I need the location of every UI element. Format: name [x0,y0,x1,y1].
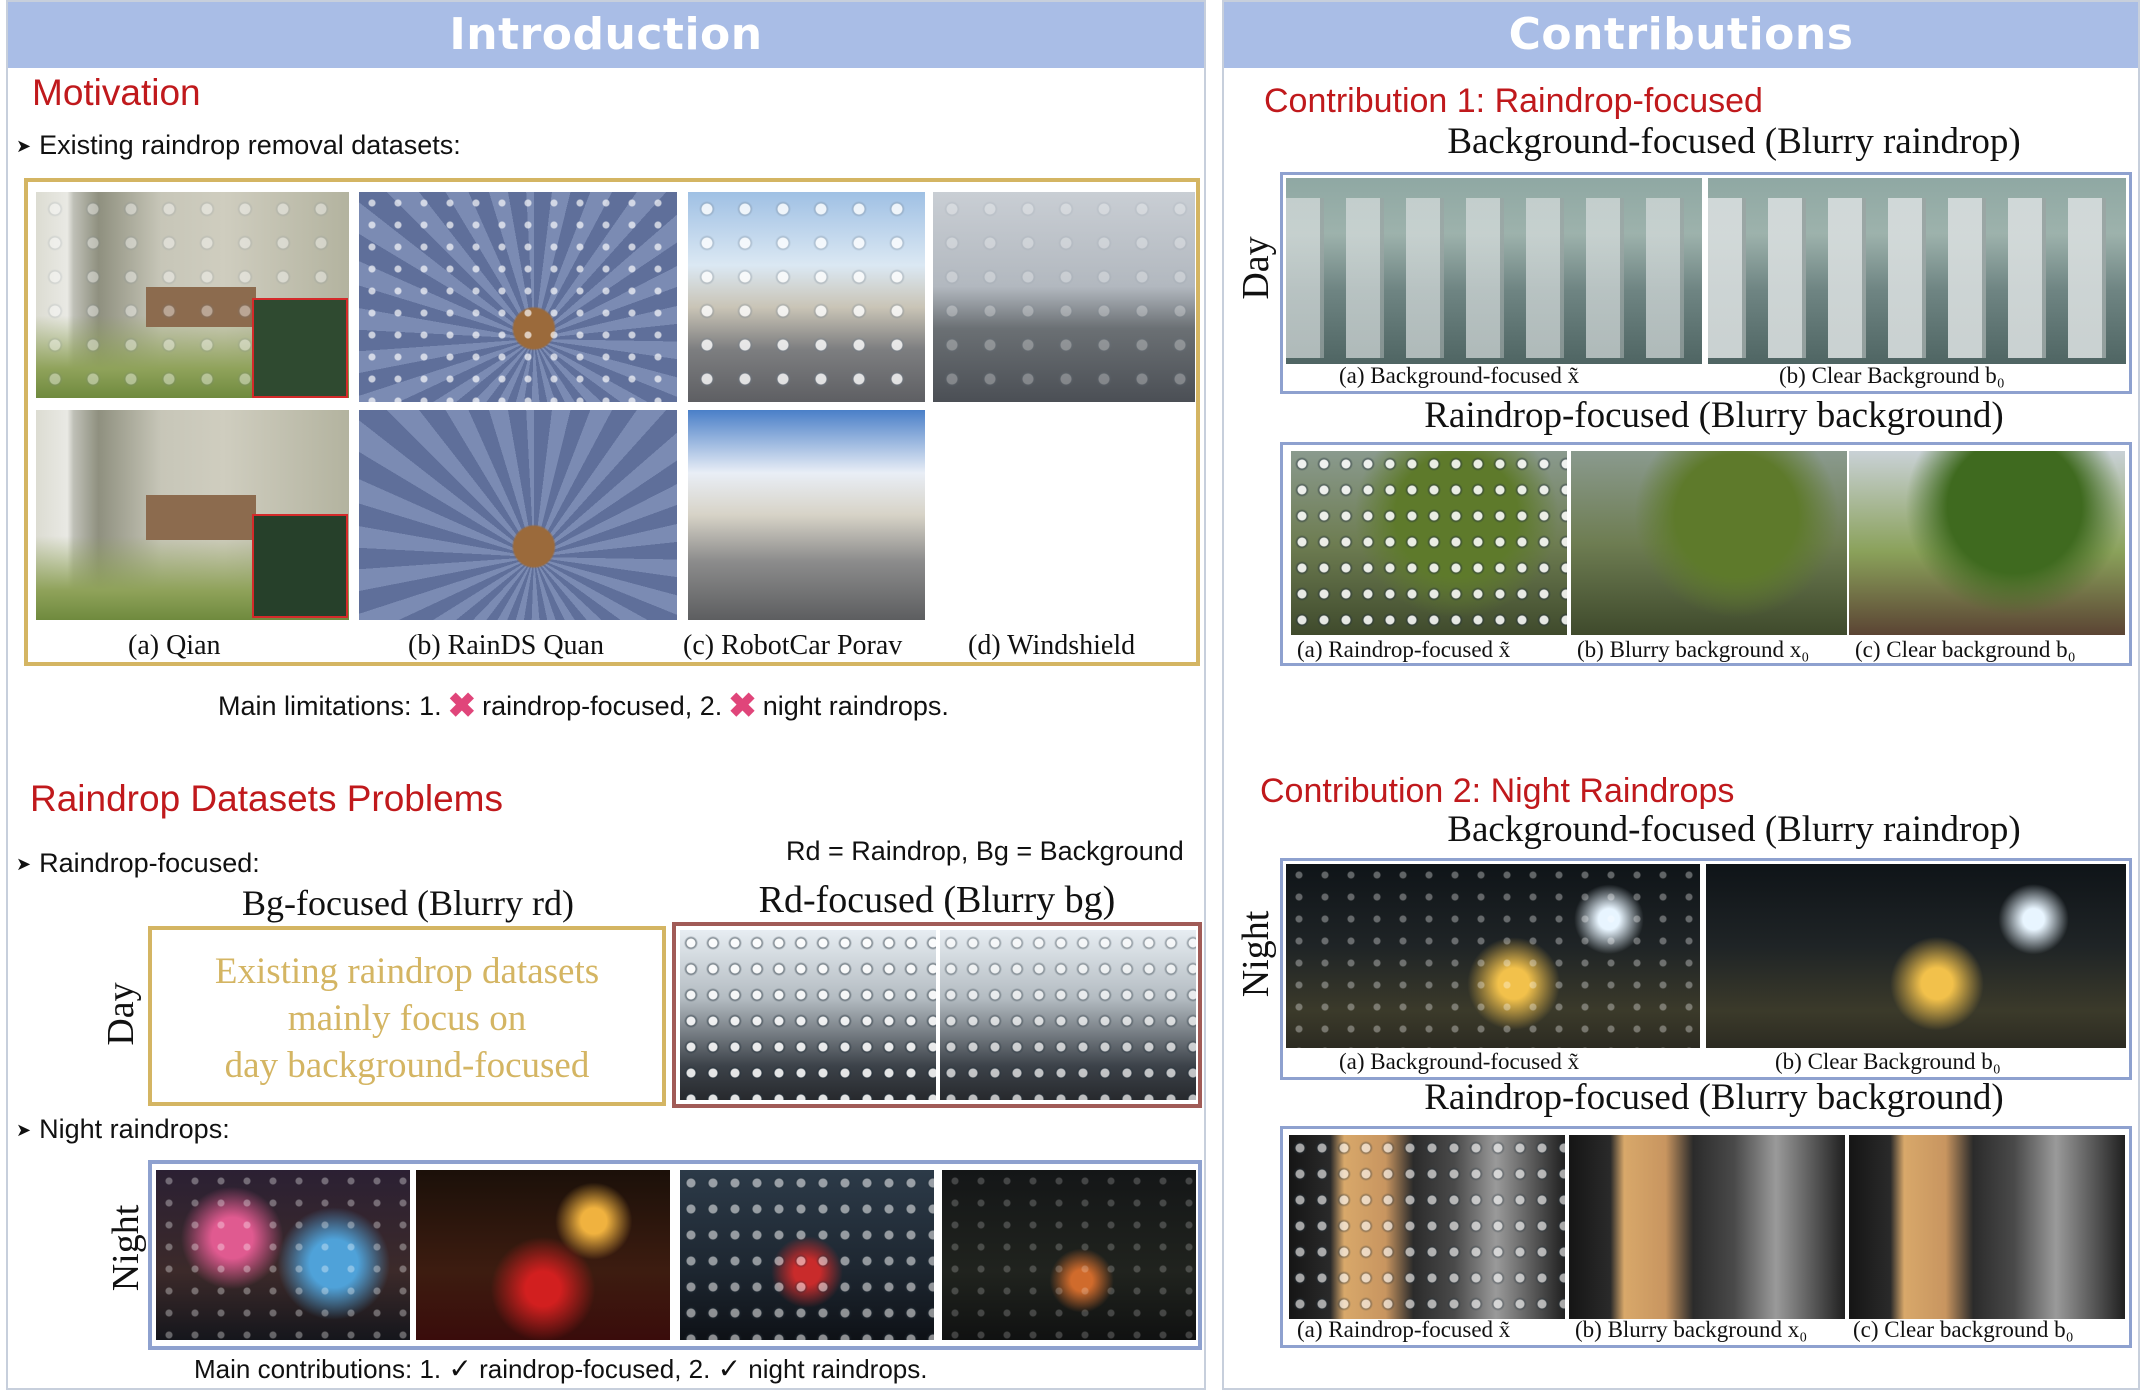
raindsquan-rainy-image [359,192,677,402]
introduction-header: Introduction [8,2,1204,68]
c2-bg-focused-image [1286,864,1700,1048]
c1-bg-focused-title: Background-focused (Blurry raindrop) [1447,121,2021,162]
c2-caption-blurry-bg: (b) Blurry background x₀ [1575,1317,1808,1342]
existing-datasets-figure: (a) Qian (b) RainDS Quan (c) RobotCar Po… [24,178,1200,666]
day-label: Day [100,982,142,1046]
raindrop-focused-bullet: ➤Raindrop-focused: [16,848,260,878]
c1-blurry-bg-image [1571,451,1847,635]
motivation-bullet: ➤Existing raindrop removal datasets: [16,130,461,160]
caption-windshield: (d) Windshield [968,630,1136,661]
cross-icon: ✖ [447,687,477,725]
contributions-panel: Contributions Contribution 1: Raindrop-f… [1222,0,2140,1390]
bullet-arrow-icon: ➤ [16,854,32,874]
motivation-title: Motivation [32,72,201,113]
raindsquan-clean-image [359,410,677,620]
bg-focused-title: Bg-focused (Blurry rd) [242,883,574,923]
c1-clear-bg-image-2 [1849,451,2125,635]
c1-bg-focused-image [1286,178,1702,364]
night-street-image-2 [416,1170,670,1340]
check-icon: ✓ [717,1353,742,1384]
night-street-image-4 [942,1170,1196,1340]
introduction-panel: Introduction Motivation ➤Existing raindr… [6,0,1206,1390]
caption-raindsquan: (b) RainDS Quan [408,630,604,661]
c2-rd-focused-image [1289,1135,1565,1319]
contribution-1-title: Contribution 1: Raindrop-focused [1264,82,1763,120]
c2-blurry-bg-image [1569,1135,1845,1319]
rd-focused-traffic-image [680,930,936,1100]
c1-caption-clear-bg: (b) Clear Background b₀ [1779,363,2005,388]
bullet-arrow-icon: ➤ [16,136,32,156]
main-limitations: Main limitations: 1.✖raindrop-focused, 2… [218,687,949,725]
c1-rd-focused-figure: (a) Raindrop-focused x̃ (b) Blurry backg… [1280,442,2132,666]
c2-night-label: Night [1235,910,1277,998]
caption-qian: (a) Qian [128,630,221,661]
problems-title: Raindrop Datasets Problems [30,778,503,819]
c2-caption-bg-focused: (a) Background-focused x̃ [1339,1049,1580,1074]
c2-clear-bg-image-2 [1849,1135,2125,1319]
c2-caption-clear-bg-2: (c) Clear background b₀ [1853,1317,2074,1342]
night-street-image-1 [156,1170,410,1340]
c1-day-label: Day [1235,236,1277,300]
existing-datasets-note: Existing raindrop datasets mainly focus … [148,926,666,1106]
c1-caption-bg-focused: (a) Background-focused x̃ [1339,363,1580,388]
caption-robotcar: (c) RobotCar Porav [683,630,903,661]
night-raindrops-bullet: ➤Night raindrops: [16,1114,230,1144]
rd-focused-figure [672,922,1202,1108]
c1-rd-focused-image [1291,451,1567,635]
night-street-image-3 [680,1170,934,1340]
c2-clear-bg-image [1706,864,2126,1048]
main-contributions: Main contributions: 1. ✓ raindrop-focuse… [194,1353,928,1384]
robotcar-clean-image [688,410,925,620]
c2-bg-focused-title: Background-focused (Blurry raindrop) [1447,809,2021,850]
qian-rainy-image [36,192,349,398]
windshield-rainy-image [933,192,1195,402]
abbreviation-legend: Rd = Raindrop, Bg = Background [786,836,1184,866]
check-icon: ✓ [448,1353,472,1384]
c2-caption-rd-focused: (a) Raindrop-focused x̃ [1297,1317,1511,1342]
cross-icon: ✖ [728,687,757,725]
c2-rd-focused-title: Raindrop-focused (Blurry background) [1424,1077,2004,1118]
qian-clean-image [36,410,349,620]
c2-caption-clear-bg: (b) Clear Background b₀ [1775,1049,2001,1074]
c2-bg-focused-figure: (a) Background-focused x̃ (b) Clear Back… [1280,858,2132,1080]
c1-clear-bg-image [1708,178,2126,364]
rd-focused-title: Rd-focused (Blurry bg) [758,879,1116,921]
robotcar-rainy-image [688,192,925,402]
rd-focused-traffic-image-2 [940,930,1196,1100]
c2-rd-focused-figure: (a) Raindrop-focused x̃ (b) Blurry backg… [1280,1126,2132,1348]
c1-caption-blurry-bg: (b) Blurry background x₀ [1577,637,1810,662]
bullet-arrow-icon: ➤ [16,1120,32,1140]
c1-rd-focused-title: Raindrop-focused (Blurry background) [1424,395,2004,436]
c1-bg-focused-figure: (a) Background-focused x̃ (b) Clear Back… [1280,172,2132,394]
contribution-2-title: Contribution 2: Night Raindrops [1260,772,1735,810]
c1-caption-rd-focused: (a) Raindrop-focused x̃ [1297,637,1511,662]
night-label: Night [105,1204,147,1292]
contributions-header: Contributions [1224,2,2138,68]
night-datasets-figure [148,1160,1202,1350]
c1-caption-clear-bg-2: (c) Clear background b₀ [1855,637,2076,662]
